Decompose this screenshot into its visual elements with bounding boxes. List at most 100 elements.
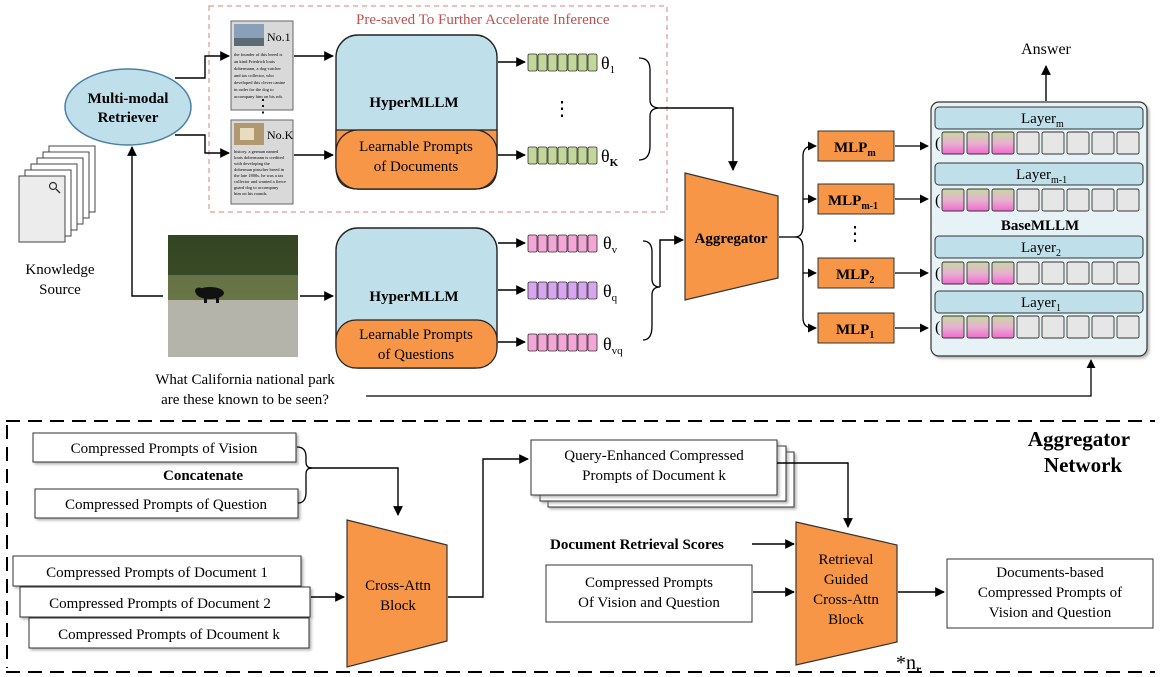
docK-token <box>527 146 538 165</box>
hypermllm-questions <box>335 227 498 369</box>
input-token <box>1091 131 1115 155</box>
vision-question-token <box>587 333 598 352</box>
cp-doc-2-box <box>19 586 311 618</box>
svg-text:MLP2: MLP2 <box>836 267 874 286</box>
tokens-vdots: ⋮ <box>552 98 572 120</box>
svg-text:and tax collector, who: and tax collector, who <box>234 73 275 79</box>
nr-label: *nr <box>896 652 922 676</box>
svg-text:developed this clever canine: developed this clever canine <box>234 80 285 85</box>
retrieval-scores-label: Document Retrieval Scores <box>550 537 724 553</box>
svg-text:MLPm: MLPm <box>834 140 876 159</box>
input-token <box>1041 315 1065 339</box>
input-token <box>1041 261 1065 285</box>
svg-text:collector and wanted a fierce: collector and wanted a fierce <box>234 179 286 184</box>
input-token <box>1066 131 1090 155</box>
cp-vision-box <box>32 432 297 463</box>
theta-doc-1: θ1 <box>601 53 615 76</box>
prompt-token <box>966 315 990 339</box>
mlp-2: MLP2 <box>817 257 895 289</box>
svg-text:an kind Friedrich louis: an kind Friedrich louis <box>234 59 275 64</box>
svg-text:dobermann, a dog-catcher: dobermann, a dog-catcher <box>234 66 281 72</box>
hypermllm-documents <box>335 34 498 190</box>
query-enhanced-box <box>530 439 778 496</box>
doc1-label: No.1 <box>267 30 291 44</box>
svg-text:in order for the dog to: in order for the dog to <box>234 87 274 92</box>
input-token <box>1066 261 1090 285</box>
output-text-2: Compressed Prompts of <box>978 585 1122 601</box>
vision-question-token <box>527 333 538 352</box>
prompt-token <box>991 188 1015 212</box>
layer-m: Layerm <box>934 106 1144 130</box>
svg-text:the late 1800s. he was a tax: the late 1800s. he was a tax <box>234 173 284 178</box>
rg-text-1: Retrieval <box>819 552 874 568</box>
input-token <box>1091 188 1115 212</box>
prompt-token <box>966 261 990 285</box>
layer-row-paren: ( <box>935 192 940 209</box>
tokens-doc-k <box>527 146 598 165</box>
vision-question-token <box>577 333 588 352</box>
question-line-1: What California national park <box>155 372 335 388</box>
aggregator-network-title-1: Aggregator <box>1028 427 1130 451</box>
doc1-token <box>527 53 538 72</box>
mlp-vdots: ⋮ <box>845 223 865 245</box>
layer-token-rows: (((( <box>935 131 1140 339</box>
retrieval-guided-block <box>795 521 898 666</box>
output-box <box>946 558 1154 629</box>
vision-token <box>587 234 598 253</box>
input-token <box>1016 315 1040 339</box>
docK-token <box>567 146 578 165</box>
svg-text:Layerm: Layerm <box>1021 111 1064 130</box>
vision-token <box>537 234 548 253</box>
vision-question-token <box>557 333 568 352</box>
tokens-question <box>527 281 598 300</box>
cp-vision-text: Compressed Prompts of Vision <box>71 441 258 457</box>
prompt-token <box>941 131 965 155</box>
question-line-2: are these known to be seen? <box>161 392 329 408</box>
question-token <box>527 281 538 300</box>
theta-vq: θvq <box>603 334 623 357</box>
input-token <box>1116 261 1140 285</box>
svg-text:him on his rounds.: him on his rounds. <box>234 191 268 196</box>
presaved-label: Pre-saved To Further Accelerate Inferenc… <box>356 12 610 28</box>
input-token <box>1116 131 1140 155</box>
rg-text-3: Cross-Attn <box>813 592 879 608</box>
input-token <box>1066 188 1090 212</box>
question-token <box>547 281 558 300</box>
svg-text:Layer2: Layer2 <box>1021 240 1061 259</box>
input-token <box>1116 315 1140 339</box>
aggregator-block <box>684 172 779 301</box>
theta-q: θq <box>603 281 618 304</box>
doc1-token <box>567 53 578 72</box>
document-1: No.1 the founder of this breed is an kin… <box>230 20 294 111</box>
cross-attn-block <box>346 519 448 668</box>
multimodal-retriever <box>64 68 192 146</box>
theta-v: θv <box>603 233 618 256</box>
answer-label: Answer <box>1021 41 1071 58</box>
docK-token <box>557 146 568 165</box>
prompt-token <box>966 188 990 212</box>
cp-vq-text-1: Compressed Prompts <box>585 575 713 591</box>
vision-token <box>577 234 588 253</box>
hyper2-prompt-2: of Questions <box>378 347 454 363</box>
hyper2-prompt-1: Learnable Prompts <box>359 327 473 343</box>
svg-text:accompany him on his rob.: accompany him on his rob. <box>234 94 283 99</box>
prompt-token <box>991 315 1015 339</box>
question-token <box>567 281 578 300</box>
tokens-doc-1 <box>527 53 598 72</box>
tokens-vision <box>527 234 598 253</box>
tokens-vision-question <box>527 333 598 352</box>
presaved-region <box>208 5 668 213</box>
svg-text:Layerm-1: Layerm-1 <box>1016 167 1067 186</box>
question-token <box>587 281 598 300</box>
input-token <box>1016 261 1040 285</box>
vision-token <box>567 234 578 253</box>
aggregator-label: Aggregator <box>694 231 767 247</box>
cp-question-text: Compressed Prompts of Question <box>65 497 268 513</box>
vision-token <box>547 234 558 253</box>
svg-text:guard dog to accompany: guard dog to accompany <box>234 185 279 190</box>
magnifier-icon <box>48 181 58 191</box>
docs-vdots: ⋮ <box>254 96 272 116</box>
prompt-token <box>991 131 1015 155</box>
layer-m-1: Layerm-1 <box>934 162 1144 186</box>
cp-doc-k-text: Compressed Prompts of Dcoument k <box>58 627 280 643</box>
